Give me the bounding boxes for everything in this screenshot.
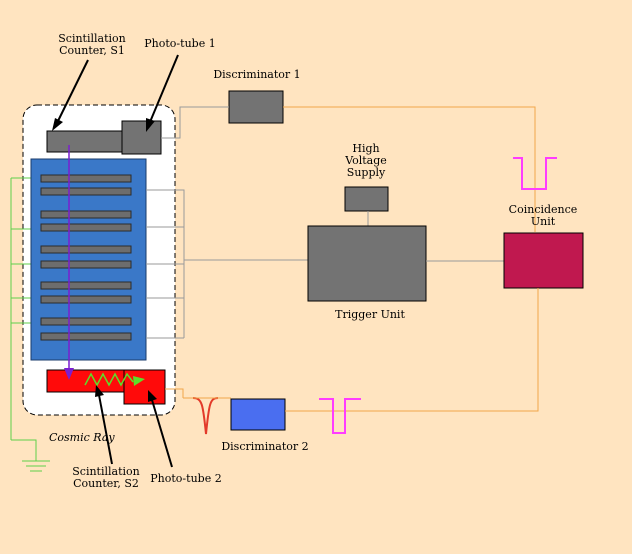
- label-hv-line1: High: [352, 142, 379, 155]
- discriminator-1: [228, 90, 284, 124]
- logic-pulse-icon: [513, 157, 557, 190]
- coincidence-unit: [503, 232, 584, 289]
- discriminator-2: [230, 398, 286, 431]
- logic-pulse-icon: [319, 398, 361, 434]
- ground-symbol-icon: [22, 460, 50, 472]
- label-phototube-1: Photo-tube 1: [144, 37, 215, 50]
- trigger-unit: [307, 225, 427, 302]
- analog-pulse-icon: [192, 397, 219, 435]
- ground-wiring: [10, 177, 50, 472]
- label-cosmic-ray: Cosmic Ray: [49, 431, 115, 444]
- scintillation-counter-s2: [46, 369, 125, 393]
- chamber-bus-wiring: [146, 189, 308, 339]
- phototube-1: [121, 120, 162, 155]
- label-s1-line2: Counter, S1: [59, 44, 125, 57]
- disc1-to-coincidence-wire: [283, 106, 536, 232]
- cosmic-ray-arrow-icon: [64, 145, 74, 380]
- label-trigger-unit: Trigger Unit: [335, 308, 405, 321]
- pointer-arrows: [52, 54, 179, 468]
- label-coincidence-line2: Unit: [531, 215, 556, 228]
- high-voltage-supply: [344, 186, 389, 212]
- label-s1-line1: Scintillation: [58, 32, 125, 45]
- label-s2-line1: Scintillation: [72, 465, 139, 478]
- light-zigzag-icon: [84, 372, 145, 387]
- label-hv-line2: Voltage: [344, 154, 387, 167]
- phototube-2: [123, 369, 166, 405]
- label-coincidence-line1: Coincidence: [509, 203, 578, 216]
- label-phototube-2: Photo-tube 2: [150, 472, 221, 485]
- label-discriminator-1: Discriminator 1: [213, 68, 300, 81]
- disc2-to-coincidence-wire: [285, 288, 539, 412]
- pt2-output-wire: [165, 388, 184, 398]
- pt1-to-disc1-wire: [161, 106, 229, 139]
- scintillation-counter-s1: [46, 130, 124, 153]
- label-s2-line2: Counter, S2: [73, 477, 139, 490]
- label-hv-line3: Supply: [347, 166, 386, 179]
- chamber-plates: [40, 174, 132, 341]
- label-discriminator-2: Discriminator 2: [221, 440, 308, 453]
